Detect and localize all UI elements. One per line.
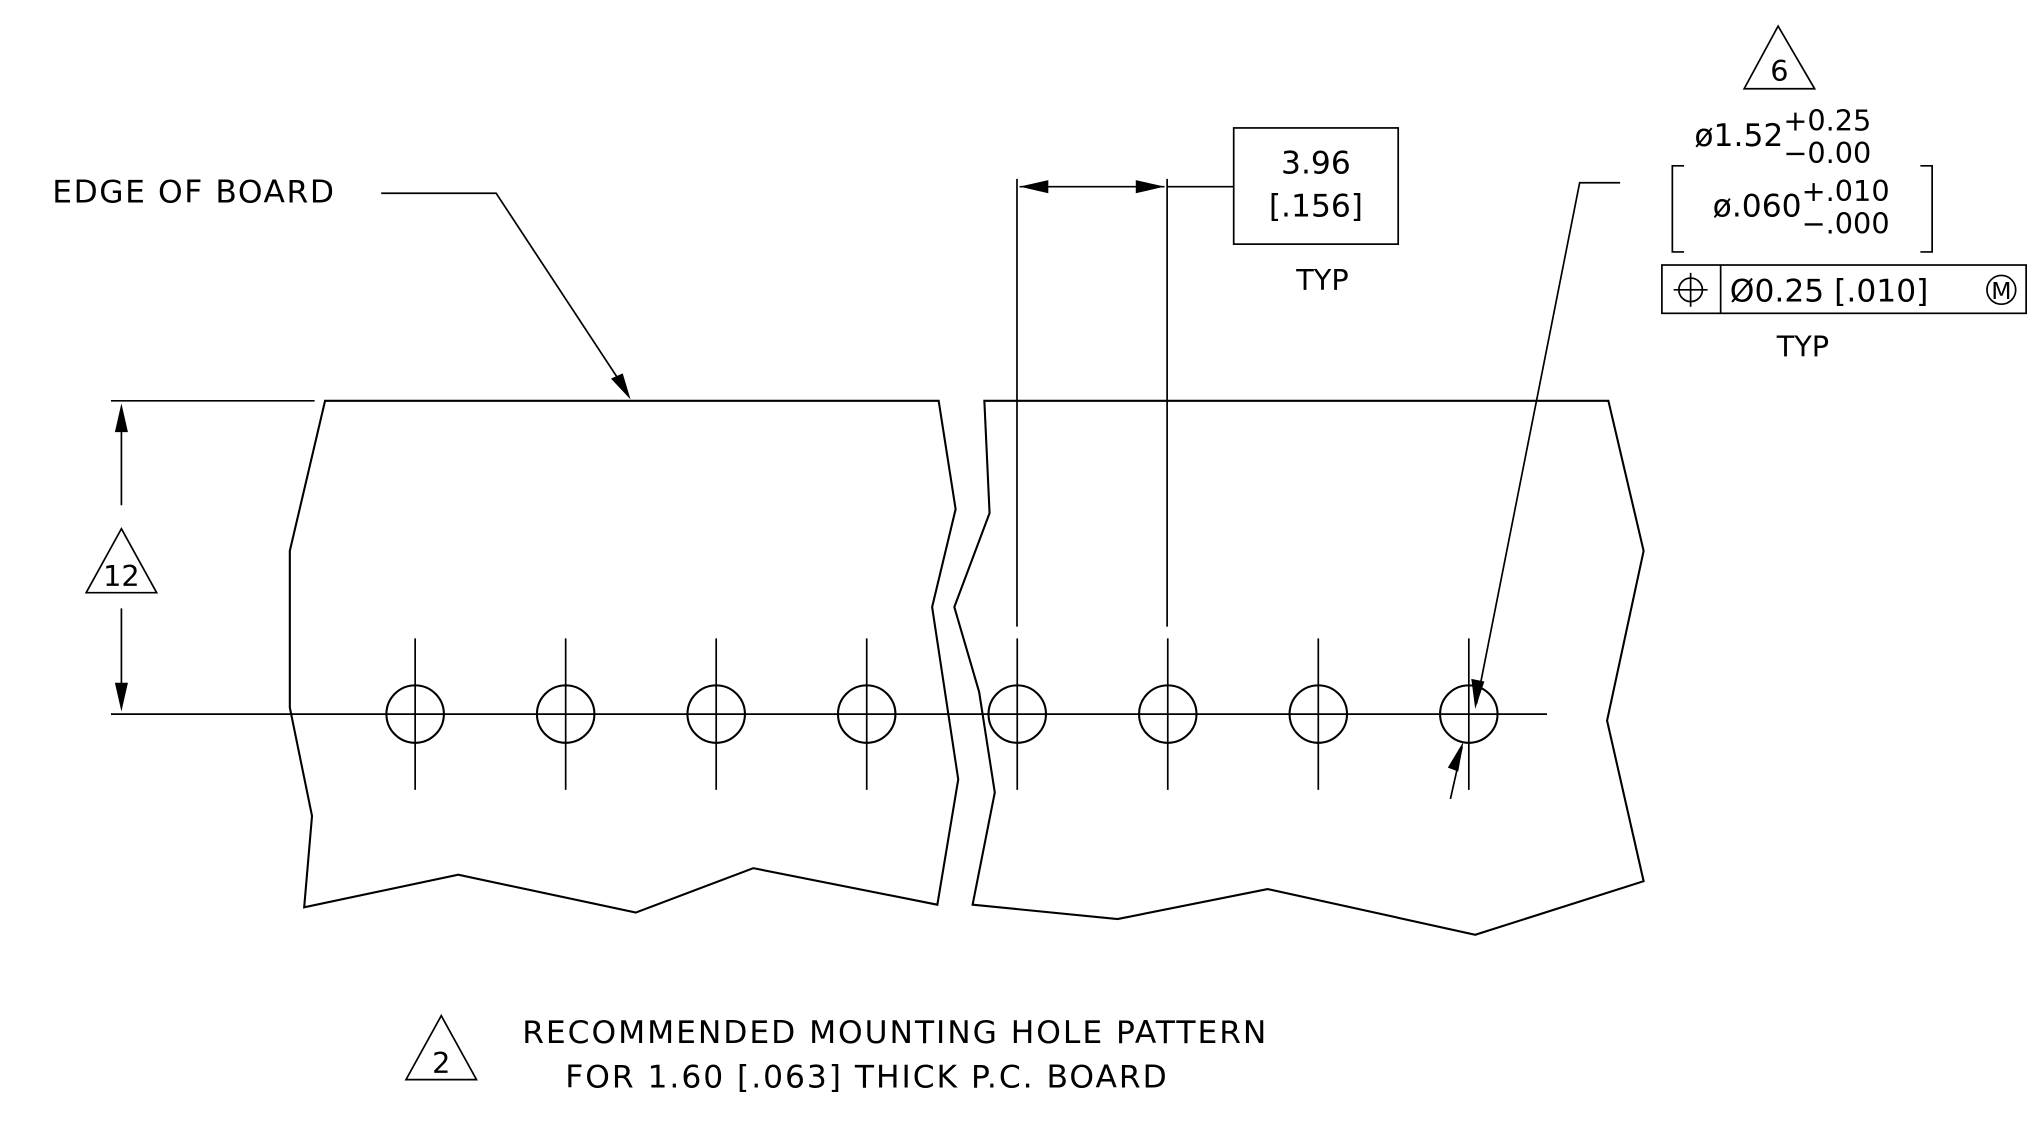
mounting-hole-7	[1288, 638, 1349, 790]
bracket-left	[1671, 164, 1685, 253]
hole-tol-metric-minus: −0.00	[1783, 136, 1871, 170]
board-outline-right	[953, 399, 1645, 936]
pitch-imperial-value: [.156]	[1269, 189, 1363, 225]
pitch-metric-value: 3.96	[1281, 146, 1351, 182]
footnote-line-1: RECOMMENDED MOUNTING HOLE PATTERN	[522, 1015, 1268, 1051]
hole-dia-metric: ø1.52	[1694, 118, 1783, 154]
pitch-typ-note: TYP	[1295, 263, 1348, 297]
pitch-arrow-right	[1135, 180, 1165, 194]
hole-flag-number: 6	[1770, 54, 1788, 88]
fcf-modifier-letter: M	[1991, 277, 2011, 305]
footnote-line-2: FOR 1.60 [.063] THICK P.C. BOARD	[565, 1059, 1168, 1095]
bracket-right	[1920, 164, 1933, 253]
mounting-hole-4	[836, 638, 897, 790]
mounting-hole-1	[385, 638, 445, 790]
mounting-hole-6	[1138, 638, 1198, 790]
hole-tol-metric-plus: +0.25	[1783, 104, 1871, 138]
footnote-flag-triangle	[404, 1013, 478, 1081]
max-material-condition-icon	[1986, 274, 2017, 306]
mounting-holes	[385, 638, 1499, 790]
hole-tol-imperial-minus: −.000	[1802, 207, 1890, 241]
hole-leader-tail-arrowhead	[1447, 741, 1464, 772]
height-arrow-bottom	[114, 682, 128, 712]
footnote-flag-number: 2	[432, 1046, 450, 1080]
hole-flag-triangle	[1742, 24, 1817, 90]
position-symbol-icon	[1673, 272, 1708, 307]
edge-of-board-label: EDGE OF BOARD	[52, 174, 335, 210]
hole-typ-note: TYP	[1776, 329, 1829, 363]
fcf-tolerance-value: Ø0.25 [.010]	[1730, 274, 1929, 310]
mounting-hole-3	[686, 638, 746, 790]
hole-leader-line	[1475, 181, 1621, 704]
height-ref-number: 12	[103, 559, 140, 593]
feature-control-frame	[1661, 264, 2027, 315]
board-outline-left	[288, 399, 960, 914]
edge-leader-arrowhead	[610, 373, 631, 400]
hole-tol-imperial-plus: +.010	[1802, 174, 1890, 208]
mounting-hole-8	[1439, 638, 1499, 790]
hole-dia-imperial: ø.060	[1713, 189, 1802, 225]
hole-leader-arrowhead	[1471, 678, 1485, 709]
mounting-hole-2	[535, 638, 596, 790]
edge-leader-line	[381, 192, 628, 393]
mounting-hole-5	[987, 638, 1048, 790]
height-ref-triangle	[84, 526, 159, 594]
pitch-value-box	[1232, 127, 1400, 245]
pitch-arrow-left	[1019, 180, 1049, 194]
height-arrow-top	[114, 403, 128, 433]
